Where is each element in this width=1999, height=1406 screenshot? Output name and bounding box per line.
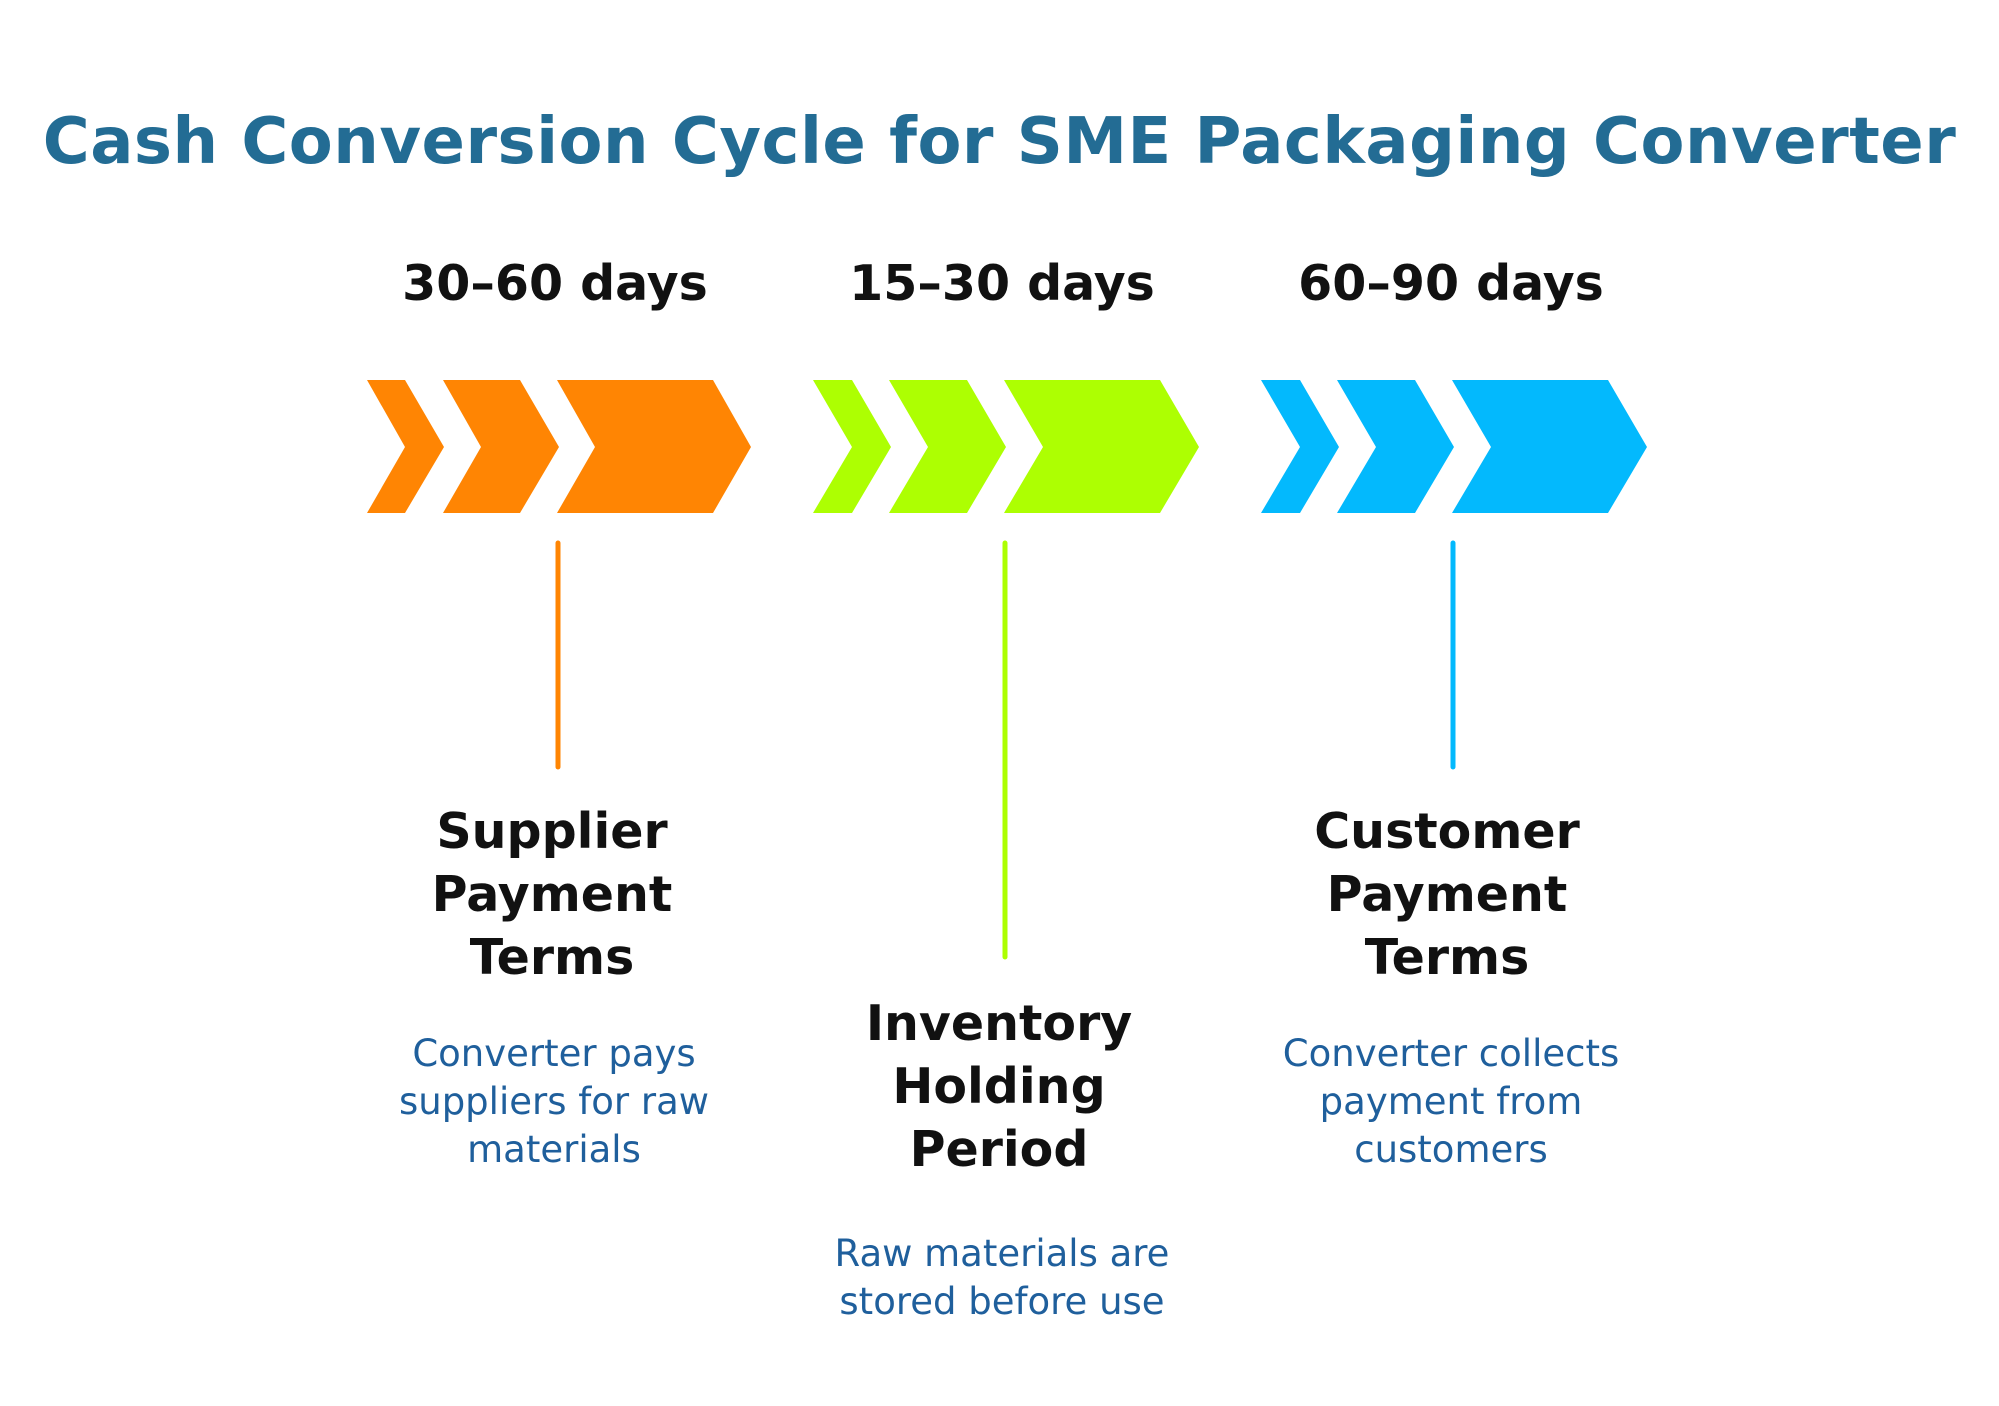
stage-2-name-line: Inventory [865,995,1133,1052]
stage-1-desc-line: suppliers for raw [398,1080,710,1123]
stage-2-desc-line: Raw materials are [834,1232,1170,1275]
stage-2-name-line: Holding [892,1058,1106,1115]
stage-1-name-line: Supplier [436,803,668,860]
stage-3-name-line: Customer [1314,803,1580,860]
stage-2-description: Raw materials are stored before use [772,1230,1232,1326]
stage-1-desc-line: materials [467,1128,641,1171]
stage-1-duration: 30–60 days [402,255,708,312]
stage-3-chevron-small-a [1261,380,1339,513]
diagram-title: Cash Conversion Cycle for SME Packaging … [42,105,1957,179]
stage-3-desc-line: payment from [1319,1080,1583,1123]
stage-2-name: Inventory Holding Period [769,992,1229,1181]
stage-2-name-line: Period [909,1121,1089,1178]
stage-1-chevron-small-a [367,380,444,513]
stage-1-name-line: Terms [469,929,635,986]
stage-3-desc-line: Converter collects [1282,1032,1620,1075]
stage-2-chevron-large [1004,380,1199,513]
stage-3-arrow-group [1261,380,1647,770]
stage-1-description: Converter pays suppliers for raw materia… [324,1030,784,1174]
stage-3-name-line: Payment [1326,866,1568,923]
stage-1-desc-line: Converter pays [412,1032,696,1075]
stage-3-chevron-large [1452,380,1647,513]
stage-3-description: Converter collects payment from customer… [1221,1030,1681,1174]
stage-1-chevron-small-b [443,380,559,513]
stage-3-name: Customer Payment Terms [1217,800,1677,989]
stage-3-desc-line: customers [1354,1128,1548,1171]
stage-2-duration: 15–30 days [849,255,1155,312]
stage-3-duration: 60–90 days [1298,255,1604,312]
stage-2-chevron-small-b [889,380,1006,513]
stage-1-name-line: Payment [431,866,673,923]
stage-2-chevron-small-a [813,380,891,513]
stage-3-name-line: Terms [1364,929,1530,986]
stage-2-arrow-group [813,380,1199,960]
stage-1-name: Supplier Payment Terms [322,800,782,989]
stage-1-chevron-large [557,380,751,513]
stage-3-chevron-small-b [1337,380,1454,513]
stage-2-desc-line: stored before use [839,1280,1165,1323]
stage-1-arrow-group [367,380,751,770]
